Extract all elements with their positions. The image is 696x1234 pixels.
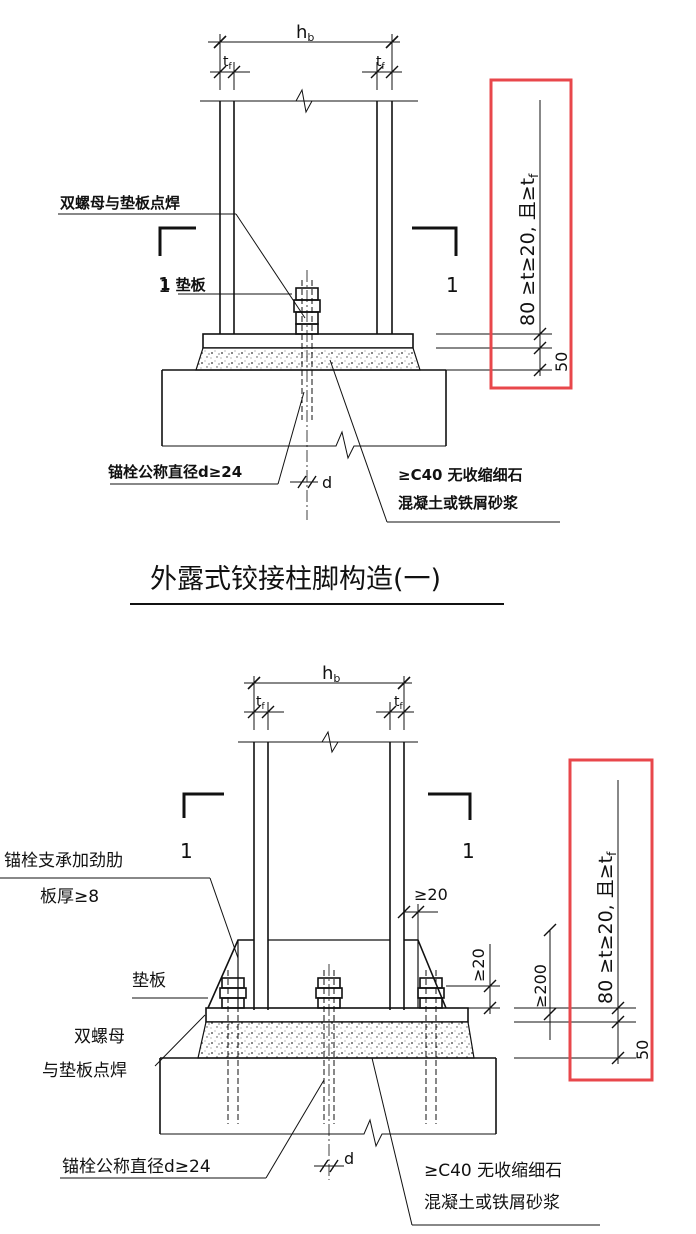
leaders <box>58 213 560 523</box>
grout-label-2: 混凝土或铁屑砂浆 <box>424 1193 560 1213</box>
base-plate <box>202 333 414 349</box>
thickness-dimension: 80 ≥t≥20, 且≥tf 50 <box>436 100 571 377</box>
base-plate <box>205 1007 469 1023</box>
foundation <box>159 1057 497 1148</box>
dim-20-side-label: ≥20 <box>469 948 488 982</box>
stiffener-label-2: 板厚≥8 <box>40 887 99 907</box>
foundation <box>161 369 447 460</box>
thickness-label: 80 ≥t≥20, 且≥tf <box>517 173 541 326</box>
weld-label-2: 与垫板点焊 <box>42 1061 127 1081</box>
highlight-box <box>489 78 573 390</box>
thickness-label: 80 ≥t≥20, 且≥tf <box>595 851 619 1004</box>
anchor-bolt <box>293 270 321 520</box>
plate-label: 垫板 <box>132 971 166 991</box>
dim-200-label: ≥200 <box>531 964 550 1008</box>
column-flanges <box>238 730 418 1010</box>
section-number: 1 <box>462 839 475 863</box>
tf-label: tf <box>223 54 233 72</box>
tf-dimension-left: tf <box>244 694 284 730</box>
diagram-1: hb tf tf 1 <box>58 22 573 605</box>
anchor-bolt-center <box>315 964 343 1180</box>
d-dimension: d <box>314 1149 354 1173</box>
weld-label-1: 双螺母 <box>74 1027 125 1047</box>
thickness-dimension: 80 ≥t≥20, 且≥tf 50 <box>514 780 652 1065</box>
hb-label: hb <box>296 22 314 44</box>
plate-label: 1 垫板 <box>160 276 207 294</box>
hb-label: hb <box>322 663 340 685</box>
section-mark-right: 1 <box>428 792 475 863</box>
leaders <box>0 877 600 1226</box>
section-number: 1 <box>446 273 459 297</box>
section-mark-left: 1 <box>180 792 224 863</box>
diagram-title: 外露式铰接柱脚构造(一) <box>150 564 441 595</box>
hb-dimension: hb <box>208 22 400 90</box>
grout-label-1: ≥C40 无收缩细石 <box>398 466 523 484</box>
anchor-label: 锚栓公称直径d≥24 <box>108 463 242 481</box>
grout-layer <box>197 1021 475 1059</box>
grout-label-2: 混凝土或铁屑砂浆 <box>398 494 519 512</box>
d-label: d <box>344 1149 354 1168</box>
section-number: 1 <box>158 273 171 297</box>
anchor-bolt-right <box>417 970 445 1124</box>
hb-dimension: hb <box>244 663 412 730</box>
tf-dimension-right: tf <box>376 694 414 730</box>
dim-20-side: ≥20 <box>446 944 500 1015</box>
dim-20-top: ≥20 <box>397 885 448 940</box>
tf-label: tf <box>394 694 404 712</box>
stiffener-label-1: 锚栓支承加劲肋 <box>4 851 123 871</box>
dim-50-label: 50 <box>633 1040 652 1060</box>
anchor-label: 锚栓公称直径d≥24 <box>62 1157 211 1177</box>
d-dimension: d <box>290 473 332 492</box>
grout-layer <box>195 347 421 371</box>
tf-dimension-right: tf <box>362 54 402 90</box>
weld-label: 双螺母与垫板点焊 <box>60 194 180 212</box>
d-label: d <box>322 473 332 492</box>
dim-50-label: 50 <box>552 352 571 372</box>
tf-dimension-left: tf <box>210 54 250 90</box>
highlight-box <box>568 758 654 1082</box>
tf-label: tf <box>376 54 386 72</box>
grout-label-1: ≥C40 无收缩细石 <box>424 1161 562 1181</box>
column-flanges <box>200 88 418 334</box>
tf-label: tf <box>256 694 266 712</box>
dim-20-label: ≥20 <box>414 885 448 904</box>
dim-200: ≥200 <box>531 923 557 1040</box>
anchor-bolt-left <box>219 970 247 1124</box>
section-mark-right: 1 <box>412 226 459 297</box>
diagram-2: hb tf tf 1 <box>0 663 654 1226</box>
section-mark-left: 1 <box>158 226 196 297</box>
section-number: 1 <box>180 839 193 863</box>
